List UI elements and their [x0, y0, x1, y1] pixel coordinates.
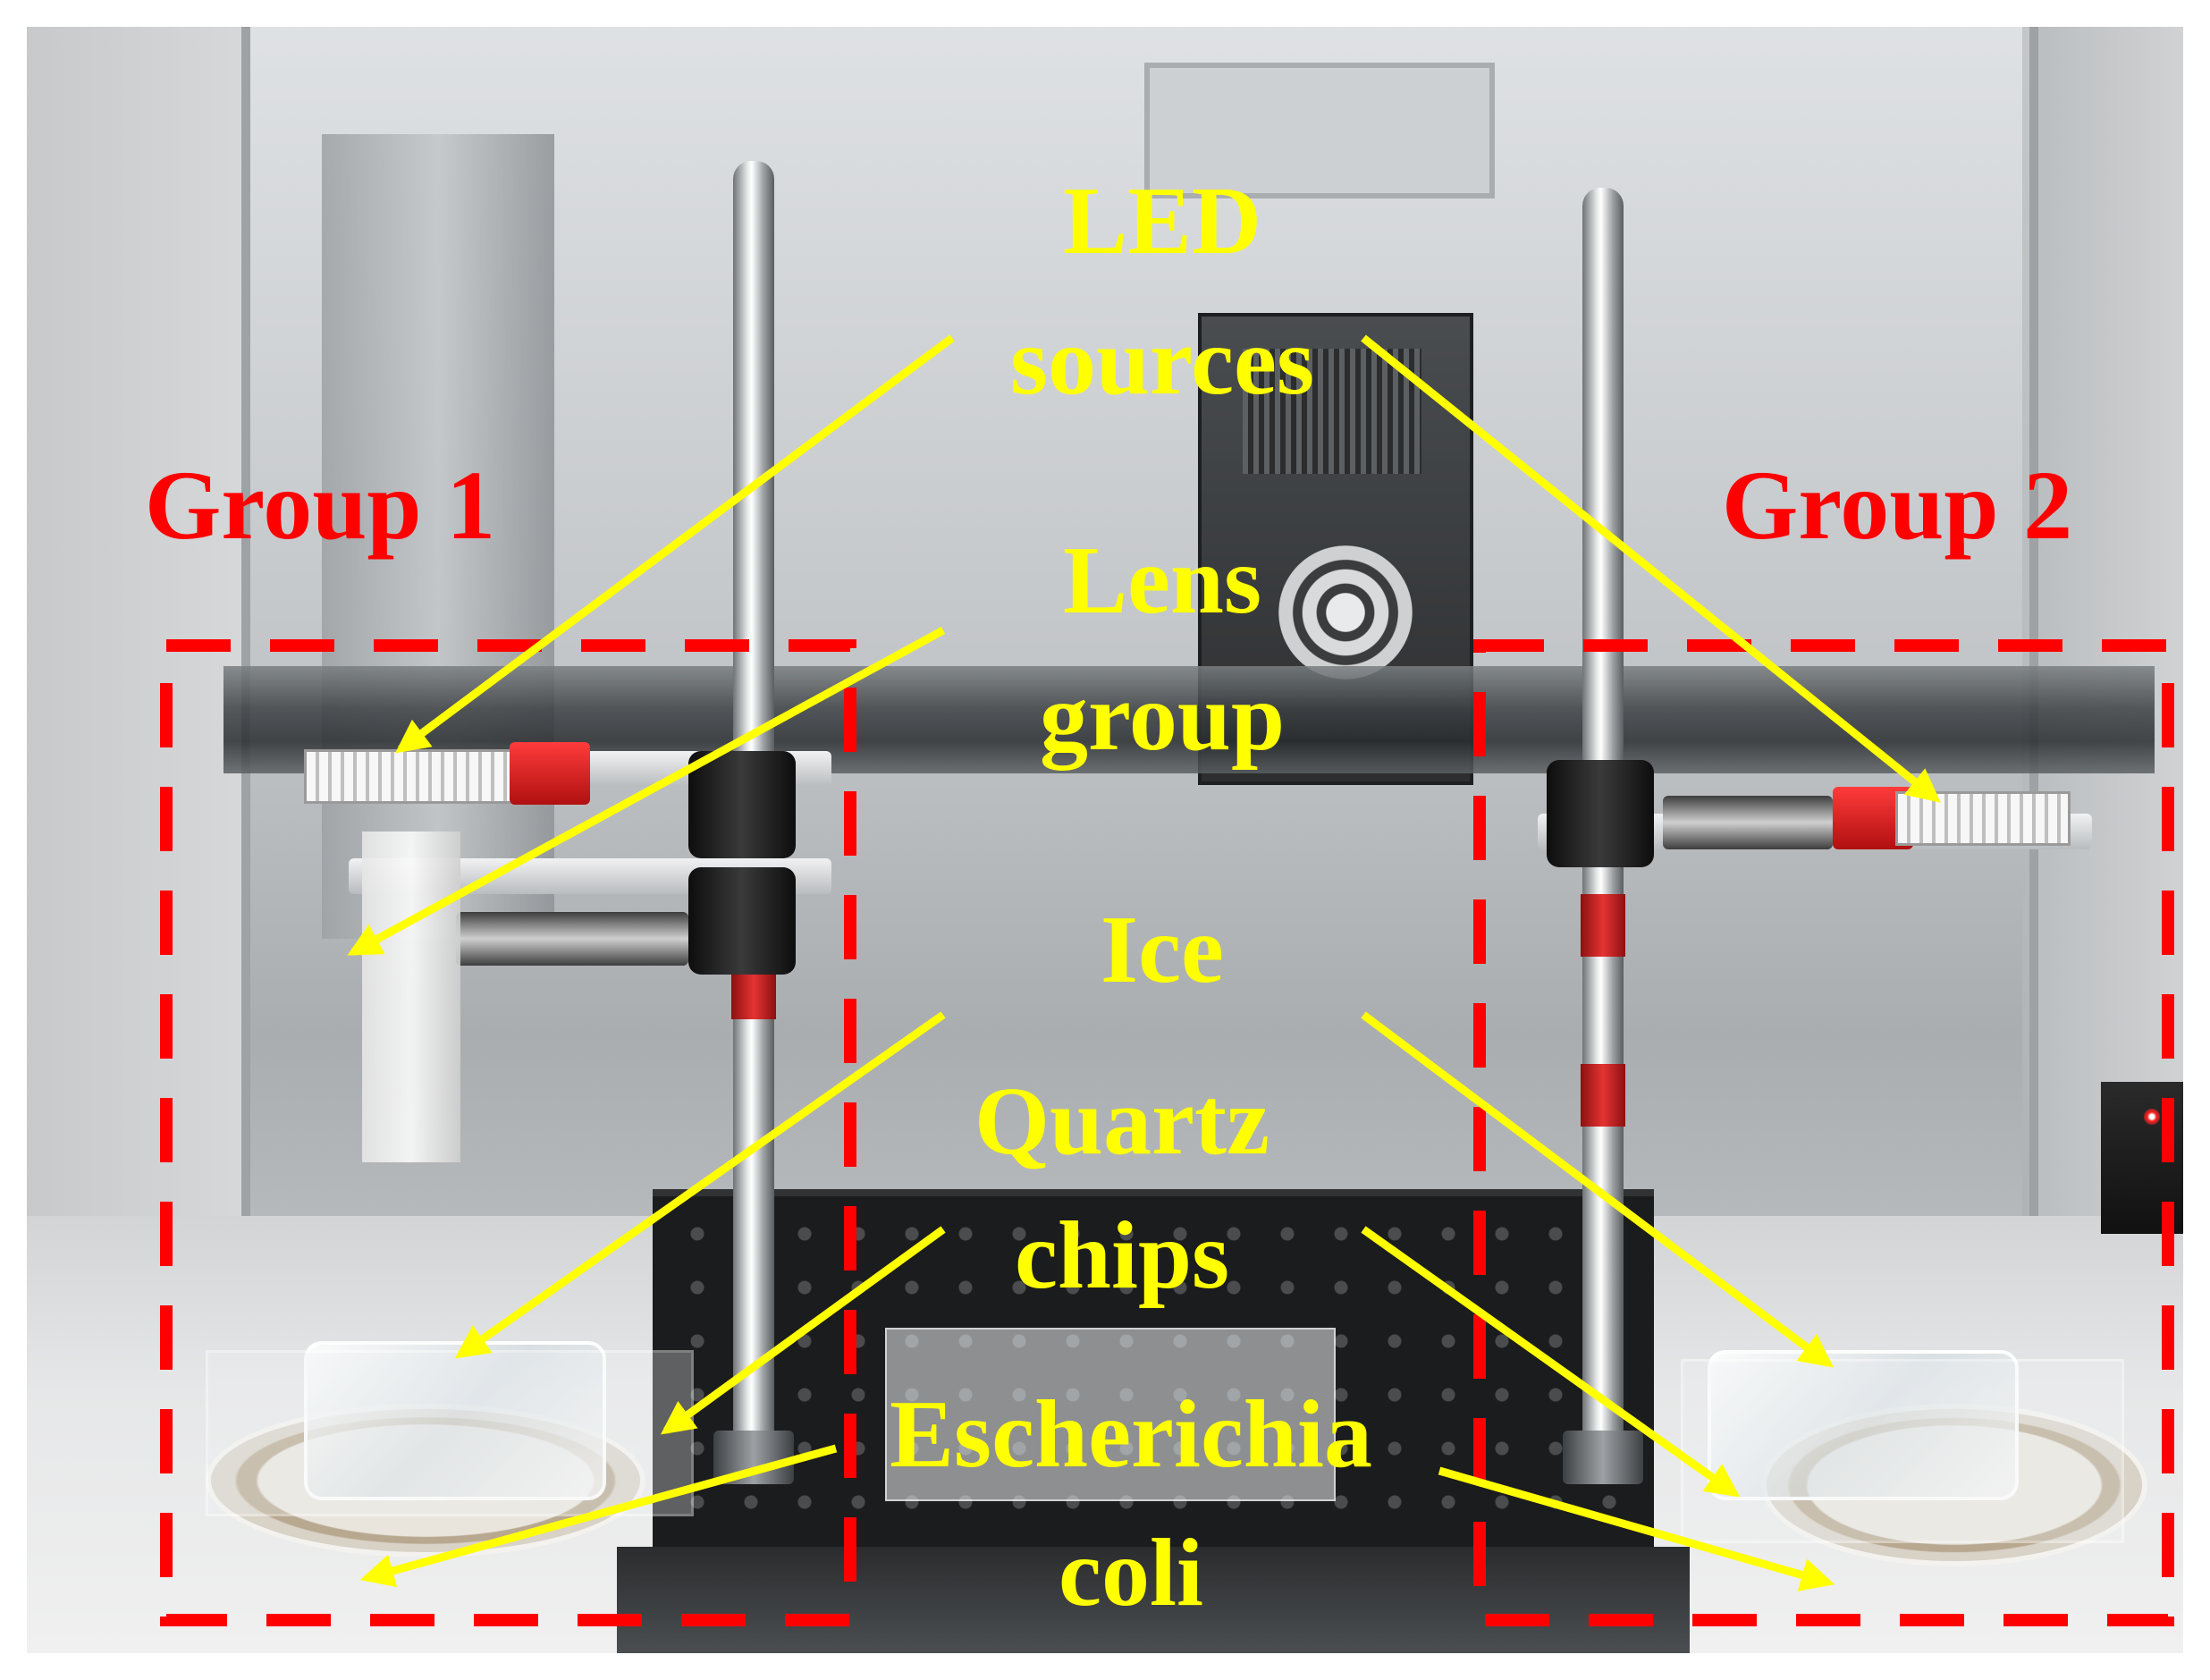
group1-dashed-box	[160, 639, 856, 1626]
ice-block-left	[304, 1341, 606, 1500]
ceiling-vent	[1144, 63, 1495, 198]
rod-band-right-1	[1581, 894, 1625, 957]
quartz-chips-label-line1: Quartz	[974, 1068, 1269, 1175]
escherichia-coli-label-line1: Escherichia	[890, 1381, 1372, 1488]
led-sources-label-line1: LED	[1063, 168, 1261, 274]
led-heatsink-left	[304, 749, 515, 804]
breadboard-base	[617, 1547, 1690, 1653]
experimental-setup-photo	[27, 27, 2183, 1653]
arrow-ice-to-group1	[454, 1011, 946, 1359]
glass-slide	[885, 1328, 1336, 1501]
power-indicator-led	[2144, 1109, 2160, 1125]
quartz-chip-left	[206, 1350, 694, 1516]
quartz-chips-label-line2: chips	[1015, 1203, 1229, 1309]
lens-tube-left	[456, 912, 688, 966]
computer-fan	[1278, 545, 1413, 680]
escherichia-coli-label-line2: coli	[1059, 1520, 1203, 1626]
ice-block-right	[1708, 1350, 2019, 1500]
rod-clamp-right	[1547, 760, 1654, 867]
lens-group-label-line1: Lens	[1063, 528, 1261, 634]
background-equipment-rack	[322, 134, 554, 939]
arrow-led-to-group2	[1361, 334, 1941, 803]
ice-label: Ice	[1101, 897, 1224, 1003]
rod-base-right	[1563, 1431, 1643, 1484]
lens-group-label-line2: group	[1040, 664, 1285, 771]
lens-tube-right	[1663, 796, 1833, 849]
arrow-led-to-group1	[394, 334, 955, 754]
arrow-ecoli-to-group2	[1438, 1466, 1835, 1591]
arrow-quartz-to-group2	[1361, 1226, 1741, 1498]
lens-mount-left	[362, 832, 460, 1162]
led-holder-left	[510, 742, 590, 805]
arrow-ice-to-group2	[1361, 1011, 1835, 1368]
group1-label: Group 1	[145, 451, 495, 560]
arrow-lens-to-group1	[347, 627, 946, 956]
led-sources-label-line2: sources	[1010, 308, 1314, 415]
computer-grille	[1243, 349, 1421, 474]
group2-label: Group 2	[1722, 451, 2072, 560]
arrow-ecoli-to-group1	[359, 1444, 838, 1588]
rod-band-right-2	[1581, 1064, 1625, 1127]
arrow-quartz-to-group1	[660, 1226, 946, 1435]
rod-clamp-left-2	[688, 867, 796, 975]
group2-dashed-box	[1473, 639, 2174, 1626]
rod-clamp-left-1	[688, 751, 796, 858]
